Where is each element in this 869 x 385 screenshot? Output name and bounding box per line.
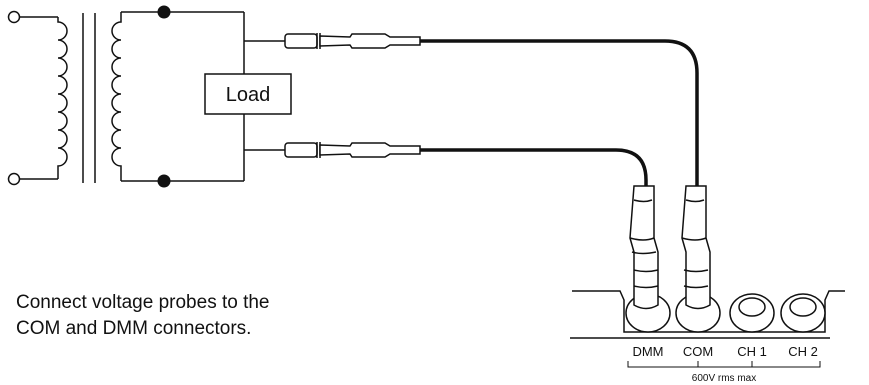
jack-ch2: [780, 293, 826, 333]
probe-tip-bottom: [284, 142, 421, 158]
connector-label-ch1: CH 1: [737, 344, 767, 359]
probe-cable-dmm: [420, 148, 648, 186]
plug-dmm: [629, 185, 659, 310]
connector-label-dmm: DMM: [632, 344, 663, 359]
rating-label: 600V rms max: [692, 373, 756, 384]
instruction-line-2: COM and DMM connectors.: [16, 318, 252, 339]
instrument-panel: [570, 290, 845, 339]
connector-label-com: COM: [683, 344, 713, 359]
secondary-coil: [111, 12, 122, 181]
load-box: [204, 73, 292, 115]
primary-coil: [57, 17, 68, 179]
primary-terminal-bottom: [7, 172, 21, 186]
rating-bracket: [627, 361, 821, 368]
load-label: Load: [226, 84, 271, 106]
probe-cable-com: [420, 39, 699, 186]
connector-label-ch2: CH 2: [788, 344, 818, 359]
junction-dot-bottom: [157, 174, 171, 188]
instruction-line-1: Connect voltage probes to the: [16, 292, 270, 313]
instruction-text: Connect voltage probes to the COM and DM…: [16, 290, 316, 342]
jack-ch1: [729, 293, 775, 333]
probe-tip-top: [284, 33, 421, 49]
junction-dot-top: [157, 5, 171, 19]
plug-com: [681, 185, 711, 310]
primary-terminal-top: [7, 10, 21, 24]
